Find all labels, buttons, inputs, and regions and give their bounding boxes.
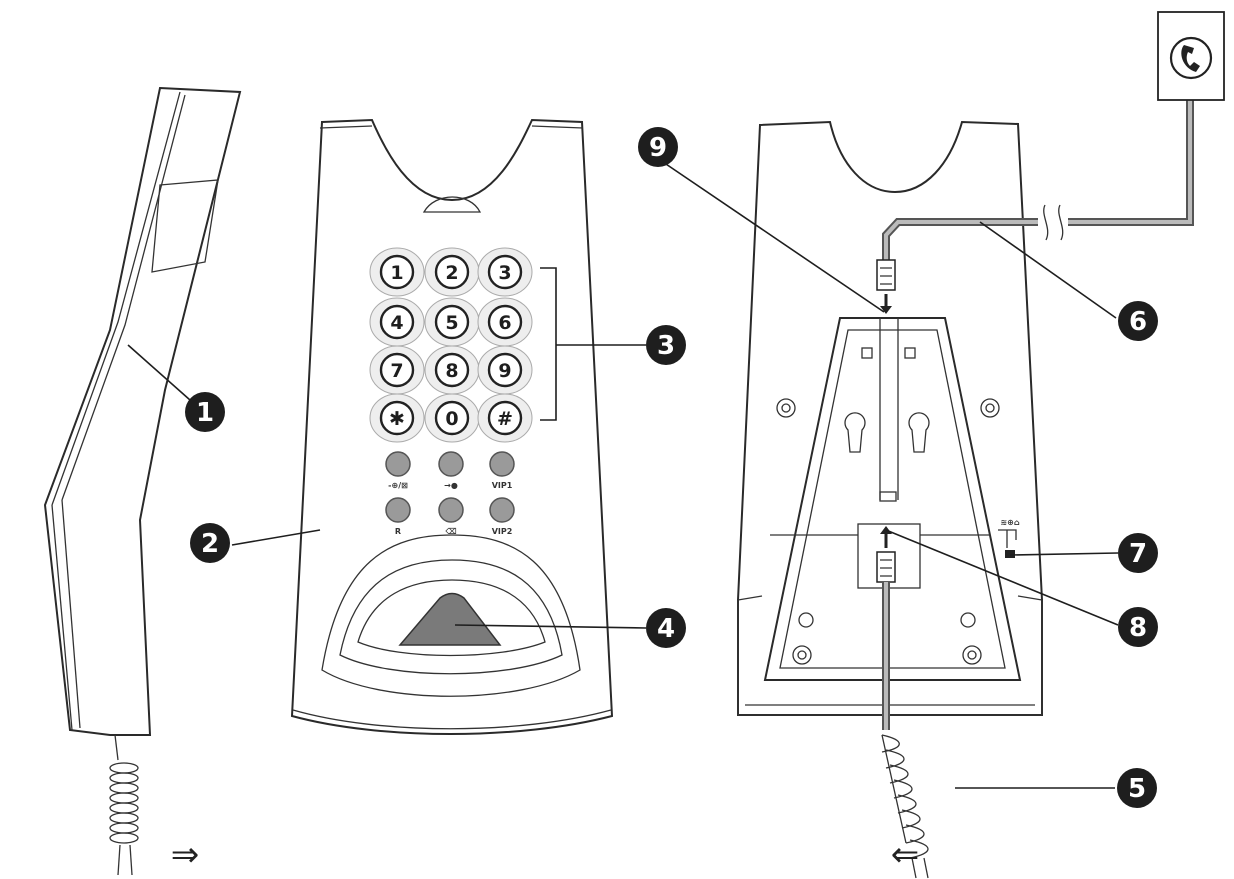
- line-cord: [876, 100, 1194, 314]
- function-button-label: R: [395, 527, 401, 536]
- phone-handset-icon: [1169, 36, 1213, 80]
- keypad-key-label: 9: [498, 360, 511, 382]
- leader-lines: [127, 159, 1119, 789]
- keypad-key-label: 7: [390, 360, 403, 382]
- svg-text:6: 6: [1129, 307, 1147, 337]
- keypad-key-label: ✱: [389, 408, 405, 430]
- keypad-key-3[interactable]: 4: [369, 297, 425, 347]
- callout-2: 2: [190, 523, 230, 563]
- keypad-key-6[interactable]: 7: [369, 345, 425, 395]
- keypad-key-label: 8: [445, 360, 458, 382]
- keypad-key-label: 4: [390, 312, 403, 334]
- svg-text:3: 3: [657, 331, 675, 361]
- svg-text:8: 8: [1129, 613, 1147, 643]
- keypad-key-label: 6: [498, 312, 511, 334]
- keypad: 1 2 3 4 5 6 7 8 9 ✱ 0 #: [369, 247, 533, 443]
- keypad-key-7[interactable]: 8: [424, 345, 480, 395]
- callout-9: 9: [638, 127, 678, 167]
- svg-text:5: 5: [1128, 774, 1146, 804]
- keypad-key-1[interactable]: 2: [424, 247, 480, 297]
- function-button-5[interactable]: VIP2: [489, 497, 515, 536]
- base-back: ⇐ ≋⊕⌂: [737, 11, 1225, 879]
- svg-text:7: 7: [1129, 539, 1147, 569]
- keypad-key-10[interactable]: 0: [424, 393, 480, 443]
- handset: ⇒: [43, 86, 242, 876]
- callout-8: 8: [1118, 607, 1158, 647]
- callout-6: 6: [1118, 301, 1158, 341]
- function-button-label: →●: [444, 481, 458, 490]
- keypad-key-11[interactable]: #: [477, 393, 533, 443]
- function-button-4[interactable]: ⌫: [438, 497, 464, 536]
- ringer-switch-label: ≋⊕⌂: [1000, 518, 1019, 527]
- keypad-key-5[interactable]: 6: [477, 297, 533, 347]
- ringer-switch[interactable]: ≋⊕⌂: [998, 518, 1020, 558]
- svg-text:2: 2: [201, 529, 219, 559]
- keypad-key-8[interactable]: 9: [477, 345, 533, 395]
- svg-text:4: 4: [657, 614, 675, 644]
- wall-socket: [1157, 11, 1225, 101]
- keypad-key-2[interactable]: 3: [477, 247, 533, 297]
- function-button-1[interactable]: →●: [438, 451, 464, 490]
- keypad-key-label: 5: [445, 312, 458, 334]
- hook-switch-button[interactable]: [398, 592, 502, 646]
- hook-switch-area: [321, 534, 581, 697]
- svg-text:1: 1: [196, 398, 214, 428]
- handset-direction-arrow: ⇒: [171, 835, 200, 875]
- function-button-2[interactable]: VIP1: [489, 451, 515, 490]
- handset-cord: [881, 582, 929, 879]
- function-button-label: VIP2: [492, 527, 513, 536]
- wall-mount-keyholes: [844, 412, 930, 453]
- callout-1: 1: [185, 392, 225, 432]
- function-button-label: -⊕/⊠: [388, 481, 408, 490]
- callout-5: 5: [1117, 768, 1157, 808]
- keypad-key-label: #: [497, 408, 513, 430]
- keypad-key-9[interactable]: ✱: [369, 393, 425, 443]
- callout-4: 4: [646, 608, 686, 648]
- keypad-key-4[interactable]: 5: [424, 297, 480, 347]
- function-button-label: ⌫: [445, 527, 456, 536]
- keypad-key-label: 2: [445, 262, 458, 284]
- callout-3: 3: [646, 325, 686, 365]
- keypad-key-label: 0: [445, 408, 458, 430]
- function-button-label: VIP1: [492, 481, 513, 490]
- keypad-key-0[interactable]: 1: [369, 247, 425, 297]
- svg-text:9: 9: [649, 133, 667, 163]
- function-button-3[interactable]: R: [385, 497, 411, 536]
- keypad-key-label: 1: [390, 262, 403, 284]
- line-cord-plug: [876, 259, 896, 291]
- callout-7: 7: [1118, 533, 1158, 573]
- wall-mount-screws: [776, 398, 1000, 665]
- handset-coiled-cord: [109, 734, 139, 876]
- cord-direction-arrow: ⇐: [891, 835, 920, 875]
- keypad-key-label: 3: [498, 262, 511, 284]
- function-button-0[interactable]: -⊕/⊠: [385, 451, 411, 490]
